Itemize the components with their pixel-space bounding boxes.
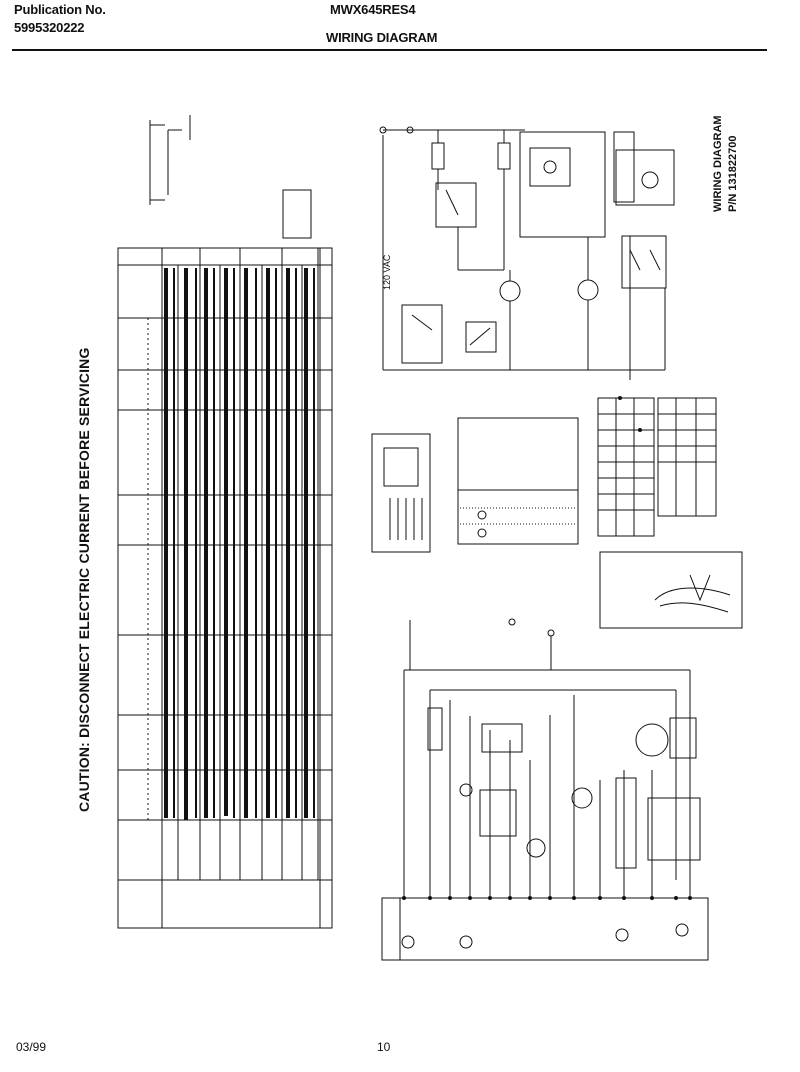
connector-block (371, 433, 431, 553)
timer-legend (149, 115, 312, 239)
diagram-title: WIRING DIAGRAM (712, 115, 724, 212)
page-title: WIRING DIAGRAM (326, 30, 438, 45)
publication-number: 5995320222 (14, 20, 85, 35)
page-number: 10 (377, 1040, 391, 1054)
switch-matrix-tables (597, 397, 717, 537)
diagram-part-number: P/N 131822700 (727, 135, 739, 212)
model-number: MWX645RES4 (330, 2, 416, 17)
header-divider (12, 49, 767, 51)
footer-date: 03/99 (16, 1040, 47, 1054)
timer-sequence-bars (164, 268, 308, 820)
caution-notice: CAUTION: DISCONNECT ELECTRIC CURRENT BEF… (76, 347, 92, 812)
wiring-code-table (457, 417, 579, 545)
main-schematic (381, 618, 709, 961)
terminal-dots (402, 396, 692, 900)
detail-inset (599, 551, 743, 629)
motor-circuit (379, 126, 675, 380)
publication-label: Publication No. (14, 2, 106, 17)
supply-voltage-label: 120 VAC (382, 254, 392, 290)
